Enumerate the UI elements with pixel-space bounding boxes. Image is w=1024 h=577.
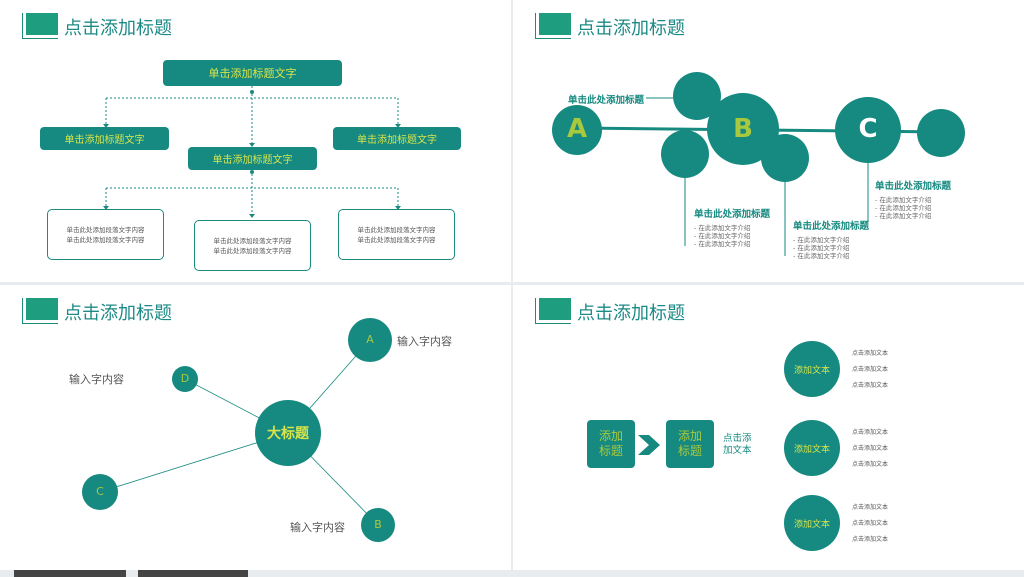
process-box-line: 添加 xyxy=(677,429,702,443)
note-line: 点击添加文本 xyxy=(852,461,889,468)
leaf-line: 单击此处添加段落文字内容 xyxy=(66,225,145,234)
input-text-d[interactable]: 输入字内容 xyxy=(69,373,124,386)
process-box-1[interactable]: 添加 标题 xyxy=(587,420,635,468)
info-block-2: 单击此处添加标题 - 在此添加文字介绍 - 在此添加文字介绍 - 在此添加文字介… xyxy=(793,218,869,260)
title-accent-icon xyxy=(22,13,58,39)
next-slide-edge xyxy=(138,570,248,577)
org-left-box[interactable]: 单击添加标题文字 xyxy=(40,127,169,150)
note-line: 点击添加文本 xyxy=(852,536,889,543)
leaf-line: 单击此处添加段落文字内容 xyxy=(66,235,145,244)
node-a-label: A xyxy=(366,333,374,346)
slide-title: 点击添加标题 xyxy=(64,18,172,39)
bubble-lower xyxy=(661,130,709,178)
bubble-end xyxy=(917,109,965,157)
bubble-a xyxy=(552,105,602,155)
node-b-label: B xyxy=(374,518,382,531)
slide-process-circles[interactable]: 点击添加标题 添加 标题 添加 标题 点击添 加文本 添加文本 添加文本 添加文… xyxy=(513,285,1024,570)
circle-label-1: 添加文本 xyxy=(793,366,830,376)
next-slide-edge xyxy=(14,570,126,577)
circle-notes-2: 点击添加文本 点击添加文本 点击添加文本 xyxy=(852,425,888,473)
note-line: 点击添加文本 xyxy=(852,445,889,452)
slide-org-chart[interactable]: 点击添加标题 单击添加标题文字 单击添加标题文字 单击添加标题文字 单击添加标题… xyxy=(0,0,511,282)
info-block-1: 单击此处添加标题 - 在此添加文字介绍 - 在此添加文字介绍 - 在此添加文字介… xyxy=(694,206,770,248)
leaf-line: 单击此处添加段落文字内容 xyxy=(357,235,436,244)
note-line: 点击添加文本 xyxy=(852,429,889,436)
title-accent-icon xyxy=(535,298,571,324)
note-line: 点击添加文本 xyxy=(852,366,889,373)
bubble-diagram xyxy=(552,72,965,256)
org-leaf-box-right[interactable]: 单击此处添加段落文字内容 单击此处添加段落文字内容 xyxy=(338,209,455,260)
bubble-b xyxy=(707,93,779,165)
slide-title: 点击添加标题 xyxy=(64,303,172,324)
node-c xyxy=(82,474,118,510)
info-title: 单击此处添加标题 xyxy=(694,209,771,220)
bubble-lower-right xyxy=(761,134,809,182)
slide-radial-diagram[interactable]: 点击添加标题 大标题 A B C D 输入字内容 输入字内容 输入字内容 xyxy=(0,285,511,570)
slide-title: 点击添加标题 xyxy=(577,303,685,324)
process-box-line: 添加 xyxy=(598,429,623,443)
circle-label-2: 添加文本 xyxy=(793,445,830,455)
side-line: 加文本 xyxy=(723,445,752,456)
info-item: - 在此添加文字介绍 xyxy=(694,224,751,232)
title-accent-icon xyxy=(22,298,58,324)
center-node-label: 大标题 xyxy=(267,426,309,442)
info-title: 单击此处添加标题 xyxy=(793,221,870,232)
chevron-arrow-icon xyxy=(638,435,660,455)
bubble-letter-a: A xyxy=(566,114,588,144)
slide-bubble-timeline[interactable]: 点击添加标题 A B C 单击此处添加标题 单击此处添加标题 - 在此添加文字介… xyxy=(513,0,1024,282)
org-right-box[interactable]: 单击添加标题文字 xyxy=(333,127,461,150)
process-box-line: 标题 xyxy=(677,444,702,458)
center-node xyxy=(255,400,321,466)
org-center-box[interactable]: 单击添加标题文字 xyxy=(188,147,317,170)
leaf-line: 单击此处添加段落文字内容 xyxy=(357,225,436,234)
info-item: - 在此添加文字介绍 xyxy=(875,212,932,220)
leaf-line: 单击此处添加段落文字内容 xyxy=(213,246,292,255)
bubble-top xyxy=(673,72,721,120)
info-item: - 在此添加文字介绍 xyxy=(793,236,850,244)
process-box-line: 标题 xyxy=(598,444,623,458)
info-item: - 在此添加文字介绍 xyxy=(694,240,751,248)
bubble-letter-b: B xyxy=(733,114,753,144)
circle-label-3: 添加文本 xyxy=(793,520,830,530)
side-line: 点击添 xyxy=(723,433,752,444)
input-text-a[interactable]: 输入字内容 xyxy=(397,335,452,348)
info-item: - 在此添加文字介绍 xyxy=(875,204,932,212)
input-text-b[interactable]: 输入字内容 xyxy=(290,521,345,534)
note-line: 点击添加文本 xyxy=(852,382,889,389)
circle-notes-1: 点击添加文本 点击添加文本 点击添加文本 xyxy=(852,346,888,394)
info-item: - 在此添加文字介绍 xyxy=(875,196,932,204)
org-leaf-box-center[interactable]: 单击此处添加段落文字内容 单击此处添加段落文字内容 xyxy=(194,220,311,271)
process-box-2[interactable]: 添加 标题 xyxy=(666,420,714,468)
process-circles xyxy=(784,341,840,551)
circle-notes-3: 点击添加文本 点击添加文本 点击添加文本 xyxy=(852,500,888,548)
org-leaf-box-left[interactable]: 单击此处添加段落文字内容 单击此处添加段落文字内容 xyxy=(47,209,164,260)
title-accent-icon xyxy=(535,13,571,39)
bubble-c xyxy=(835,97,901,163)
note-line: 点击添加文本 xyxy=(852,350,889,357)
org-connectors xyxy=(103,86,401,218)
node-a xyxy=(348,318,392,362)
note-line: 点击添加文本 xyxy=(852,520,889,527)
info-title: 单击此处添加标题 xyxy=(875,181,952,192)
leaf-line: 单击此处添加段落文字内容 xyxy=(213,236,292,245)
org-top-box[interactable]: 单击添加标题文字 xyxy=(163,60,342,86)
slide-title: 点击添加标题 xyxy=(577,18,685,39)
bubble-head-label: 单击此处添加标题 xyxy=(568,95,645,106)
radial-connectors xyxy=(82,318,395,542)
info-item: - 在此添加文字介绍 xyxy=(694,232,751,240)
info-item: - 在此添加文字介绍 xyxy=(793,252,850,260)
info-block-3: 单击此处添加标题 - 在此添加文字介绍 - 在此添加文字介绍 - 在此添加文字介… xyxy=(875,178,951,220)
note-line: 点击添加文本 xyxy=(852,504,889,511)
process-side-text: 点击添 加文本 xyxy=(723,433,752,457)
node-d xyxy=(172,366,198,392)
node-c-label: C xyxy=(96,485,104,498)
node-d-label: D xyxy=(180,372,190,385)
info-item: - 在此添加文字介绍 xyxy=(793,244,850,252)
bubble-letter-c: C xyxy=(858,114,878,144)
node-b xyxy=(361,508,395,542)
